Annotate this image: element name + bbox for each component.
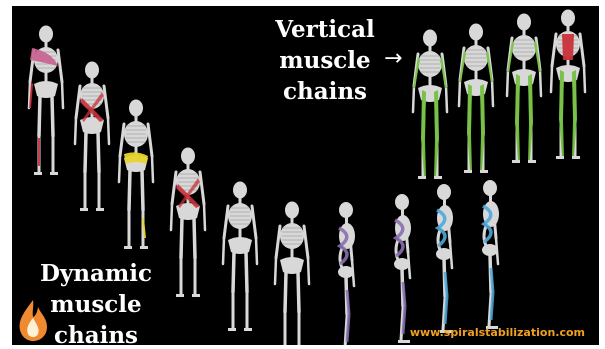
dynamic-figure-6 bbox=[275, 202, 309, 346]
vertical-figure-4 bbox=[551, 10, 585, 160]
dynamic-figure-4 bbox=[171, 148, 205, 298]
dynamic-figure-10 bbox=[482, 180, 499, 329]
dynamic-figure-5 bbox=[223, 182, 257, 332]
vertical-label-line-1: Vertical bbox=[262, 14, 388, 45]
vertical-label-line-2: muscle bbox=[262, 45, 388, 76]
dynamic-figure-3 bbox=[119, 100, 153, 250]
dynamic-figure-9 bbox=[436, 184, 453, 333]
flame-logo-icon bbox=[16, 298, 50, 342]
dynamic-figure-1 bbox=[29, 26, 63, 176]
dynamic-label-line-1: Dynamic bbox=[28, 258, 164, 289]
dynamic-figure-7 bbox=[338, 202, 355, 345]
diagram-stage: Vertical muscle chains → Dynamic muscle … bbox=[12, 6, 599, 345]
vertical-muscle-chains-label: Vertical muscle chains bbox=[262, 14, 388, 107]
dynamic-figure-8 bbox=[394, 194, 411, 343]
vertical-figure-3 bbox=[507, 14, 541, 164]
vertical-figure-1 bbox=[413, 30, 447, 180]
dynamic-figure-2 bbox=[75, 62, 109, 212]
arrow-right-icon: → bbox=[384, 48, 402, 70]
vertical-label-line-3: chains bbox=[262, 76, 388, 107]
watermark: www.spiralstabilization.com bbox=[410, 326, 585, 339]
vertical-figure-2 bbox=[459, 24, 493, 174]
